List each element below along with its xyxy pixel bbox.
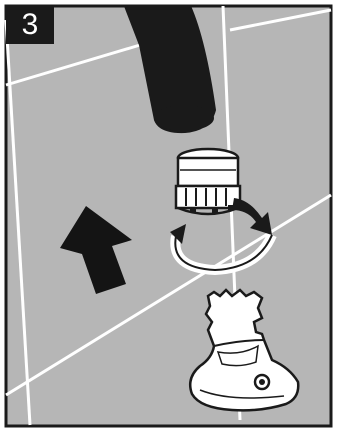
aerator-insert <box>174 147 242 216</box>
step-number-badge: 3 <box>6 6 54 44</box>
rotate-icon <box>170 198 277 276</box>
aerator-key-tool <box>189 288 300 412</box>
tile-grout-line <box>229 8 332 32</box>
tile-grout-line <box>5 43 141 87</box>
arrow-up-icon <box>60 206 132 294</box>
tile-grout-line <box>5 193 332 397</box>
faucet-spout <box>123 5 217 134</box>
tile-grout-line <box>4 19 32 426</box>
